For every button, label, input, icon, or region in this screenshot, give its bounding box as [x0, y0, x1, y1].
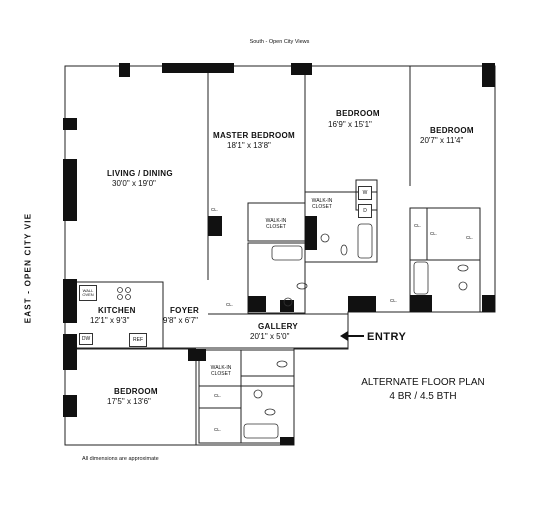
- bathtub: [413, 261, 429, 295]
- bedroom-4-name: BEDROOM: [114, 387, 158, 396]
- south-orientation-label: South - Open City Views: [249, 39, 310, 45]
- stove-burner: [117, 287, 123, 293]
- living-dining-name: LIVING / DINING: [107, 169, 173, 178]
- exterior-wall: [64, 65, 496, 446]
- bedroom-2-walk-in-closet-label: WALK-IN CLOSET: [311, 198, 333, 210]
- toilet: [264, 408, 276, 416]
- bathtub: [243, 423, 279, 439]
- washer-box: W: [358, 186, 372, 200]
- bathtub: [357, 223, 373, 259]
- bedroom-2-name: BEDROOM: [336, 109, 380, 118]
- stove-burner: [125, 287, 131, 293]
- toilet: [276, 360, 288, 368]
- master-bedroom-name: MASTER BEDROOM: [213, 131, 295, 140]
- closet-label: CL.: [414, 223, 422, 228]
- closet-label: CL.: [214, 393, 222, 398]
- master-walk-in-closet-label: WALK-IN CLOSET: [265, 218, 287, 230]
- bedroom-4-walk-in-closet-label: WALK-IN CLOSET: [210, 365, 232, 377]
- toilet: [340, 244, 348, 256]
- toilet: [457, 264, 469, 272]
- east-orientation-label: EAST - OPEN CITY VIE: [23, 212, 33, 324]
- closet-label: CL.: [430, 231, 438, 236]
- toilet: [296, 282, 308, 290]
- dimensions-note: All dimensions are approximate: [82, 456, 159, 462]
- bedroom-2-dims: 16'9" x 15'1": [328, 120, 372, 129]
- foyer-dims: 9'8" x 6'7": [163, 316, 198, 325]
- kitchen-name: KITCHEN: [98, 306, 136, 315]
- kitchen-dims: 12'1" x 9'3": [90, 316, 130, 325]
- dryer-box: D: [358, 204, 372, 218]
- wall-oven-box: WALL OVEN: [79, 285, 97, 301]
- stove-burner: [117, 294, 123, 300]
- sink: [283, 297, 293, 307]
- plan-title: ALTERNATE FLOOR PLAN: [361, 377, 485, 388]
- closet-label: CL.: [466, 235, 474, 240]
- entry-label: ENTRY: [367, 331, 407, 343]
- closet-label: CL.: [226, 302, 234, 307]
- living-dining-dims: 30'0" x 19'0": [112, 179, 156, 188]
- foyer-name: FOYER: [170, 306, 200, 315]
- bathtub: [271, 245, 303, 261]
- closet-label: CL.: [211, 207, 219, 212]
- bedroom-3-dims: 20'7" x 11'4": [420, 136, 464, 145]
- gallery-dims: 20'1" x 5'0": [250, 332, 290, 341]
- sink: [320, 233, 330, 243]
- master-bedroom-dims: 18'1" x 13'8": [227, 141, 271, 150]
- sink: [253, 389, 263, 399]
- entry-arrow: [340, 331, 364, 341]
- plan-subtitle: 4 BR / 4.5 BTH: [389, 390, 457, 402]
- gallery-name: GALLERY: [258, 322, 299, 331]
- bedroom-4-dims: 17'5" x 13'6": [107, 397, 151, 406]
- dishwasher-box: DW: [79, 333, 93, 345]
- refrigerator-box: REF: [129, 333, 147, 347]
- plan-title-block: ALTERNATE FLOOR PLAN 4 BR / 4.5 BTH: [348, 376, 498, 403]
- stove-burner: [125, 294, 131, 300]
- bedroom-3-name: BEDROOM: [430, 126, 474, 135]
- closet-label: CL.: [214, 427, 222, 432]
- sink: [458, 281, 468, 291]
- closet-label: CL.: [390, 298, 398, 303]
